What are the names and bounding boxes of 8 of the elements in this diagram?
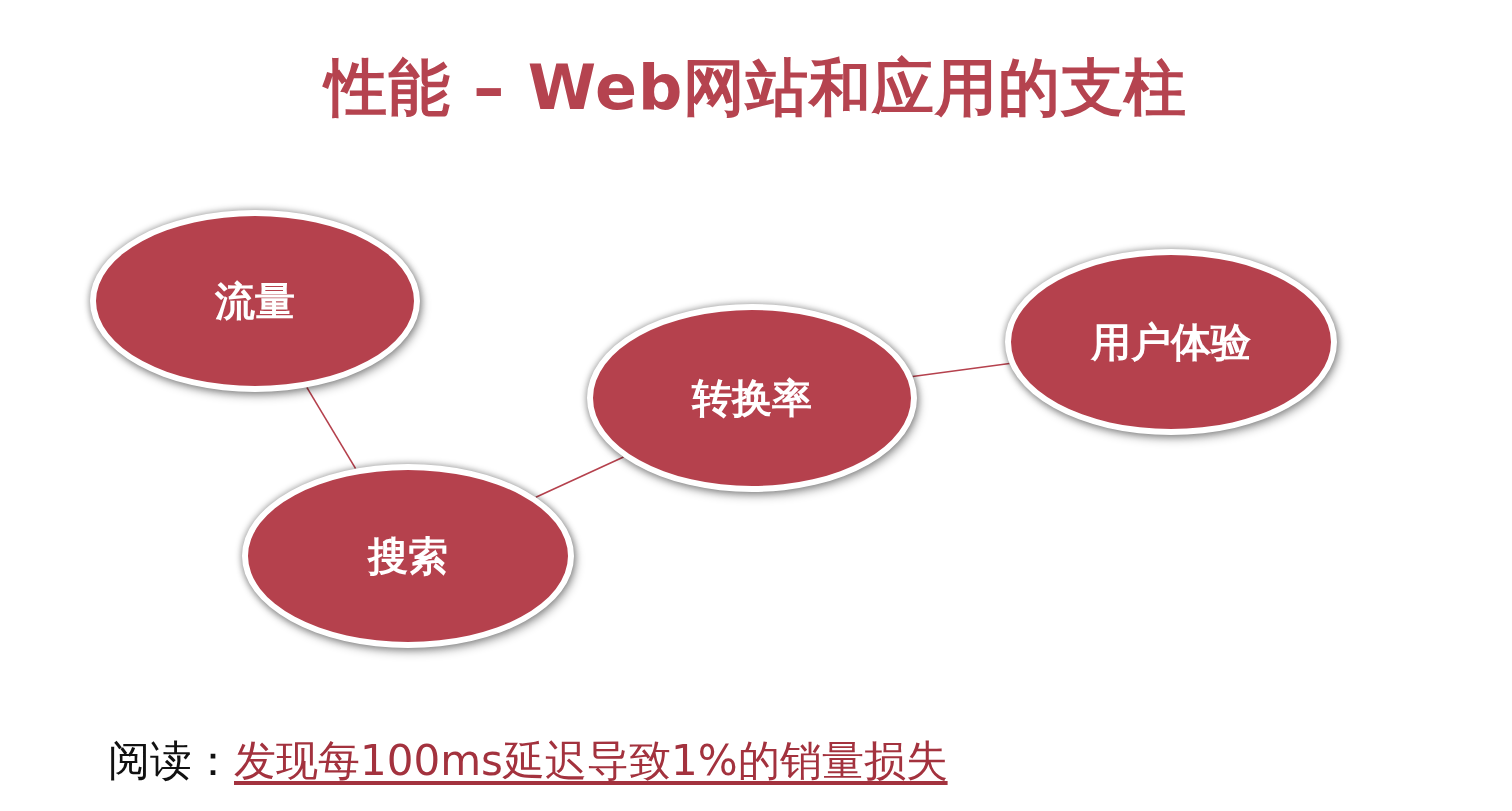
- article-link: 发现每100ms延迟导致1%的销量损失: [234, 735, 948, 787]
- node-label: 搜索: [368, 531, 448, 581]
- connector-line: [535, 456, 625, 499]
- node-label: 流量: [215, 276, 295, 326]
- node-label: 用户体验: [1091, 317, 1251, 367]
- reading-label: 阅读：: [108, 735, 234, 787]
- title: 性能 – Web网站和应用的支柱: [324, 50, 1188, 126]
- node-label: 转换率: [692, 373, 812, 423]
